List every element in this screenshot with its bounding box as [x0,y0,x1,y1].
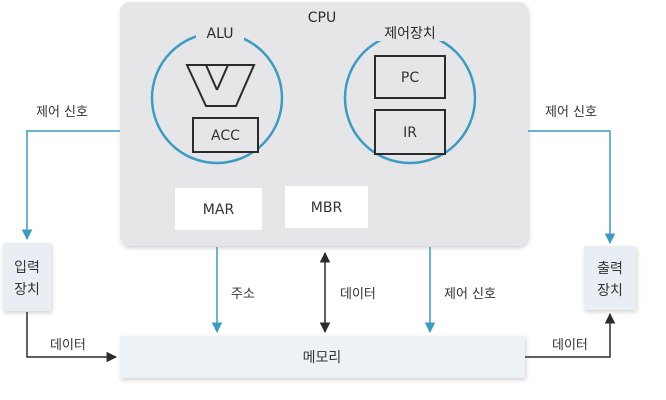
output-device: 출력 장치 [584,246,636,310]
alu-symbol-icon [185,64,256,107]
input-device-label-line2: 장치 [14,282,40,298]
output-device-label-line2: 장치 [597,283,623,299]
output-device-box [584,246,636,310]
input-device: 입력 장치 [3,243,51,311]
input-device-label-line1: 입력 [14,260,40,276]
alu-title: ALU [207,26,234,42]
mar-label: MAR [203,202,235,218]
data-output-arrow [525,312,616,358]
address-bus-label: 주소 [231,287,255,302]
control-signal-bottom: 제어 신호 [424,247,496,334]
cpu-block: CPU ALU ACC 제어장치 PC IR MAR MBR [120,2,528,246]
output-device-label-line1: 출력 [597,261,623,277]
alu-unit: ALU ACC [150,25,284,165]
mar-box [175,188,262,230]
ir-register-box [374,109,446,155]
data-output-label: 데이터 [552,338,588,353]
memory-label: 메모리 [303,350,342,366]
control-signal-left: 제어 신호 [21,105,120,241]
mbr-box [285,186,368,228]
address-bus: 주소 [211,247,255,334]
control-unit-title: 제어장치 [384,26,436,42]
memory-box [120,336,525,378]
pc-register-label: PC [401,70,419,86]
control-signal-right: 제어 신호 [528,105,616,245]
control-signal-bottom-label: 제어 신호 [444,287,496,302]
ir-register-label: IR [403,125,417,141]
control-unit-title-bg [375,25,445,41]
memory-unit: 메모리 [120,336,525,378]
data-input-flow: 데이터 [26,312,118,363]
control-signal-left-arrow [21,130,120,241]
data-bus: 데이터 [319,251,376,334]
data-input-label: 데이터 [50,338,86,353]
control-signal-right-arrow [528,130,616,245]
data-bus-label: 데이터 [340,287,376,302]
pc-register-box [374,55,446,99]
control-unit: 제어장치 PC IR [343,25,477,165]
control-signal-right-label: 제어 신호 [545,105,597,120]
data-output-flow: 데이터 [525,312,616,358]
cpu-title: CPU [308,10,336,26]
control-signal-left-label: 제어 신호 [36,105,88,120]
data-input-arrow [26,312,118,363]
input-device-box [3,243,51,311]
alu-title-bg [196,25,244,41]
mbr-label: MBR [311,200,343,216]
acc-register-box [192,117,259,153]
acc-register-label: ACC [211,128,240,144]
